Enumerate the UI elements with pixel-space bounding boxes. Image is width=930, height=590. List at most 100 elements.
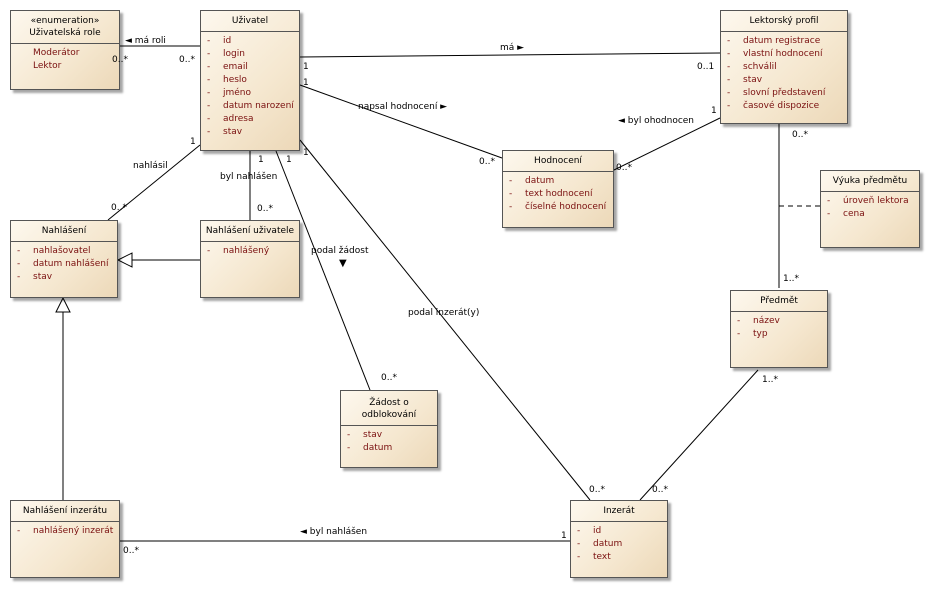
assoc-line-podal-zadost	[275, 150, 371, 391]
multiplicity: 0..*	[589, 485, 605, 495]
multiplicity: 0..*	[112, 55, 128, 65]
attribute: stav	[11, 271, 117, 284]
class-name: Nahlášení	[41, 226, 87, 236]
class-name: Uživatel	[231, 16, 269, 26]
assoc-label-byl-nahlasen-inzerat: ◄ byl nahlášen	[300, 527, 368, 537]
assoc-label-podal-zadost: podal žádost	[311, 246, 369, 256]
assoc-line-nahlasil	[107, 144, 201, 221]
class-header: Výuka předmětu	[821, 171, 919, 192]
class-lektorsky-profil[interactable]: Lektorský profil datum registrace vlastn…	[720, 10, 848, 124]
class-header: Nahlášení uživatele	[201, 221, 299, 242]
attribute: nahlášený inzerát	[11, 525, 119, 538]
attribute: jméno	[201, 87, 299, 100]
class-header: Nahlášení inzerátu	[11, 501, 119, 522]
class-name: Lektorský profil	[749, 16, 819, 26]
attribute: slovní představení	[721, 87, 847, 100]
assoc-label-ma-roli: ◄ má roli	[125, 36, 166, 46]
assoc-line-podal-inzerat	[299, 139, 591, 501]
class-name: Výuka předmětu	[832, 176, 908, 186]
multiplicity: 0..*	[123, 546, 139, 556]
class-predmet[interactable]: Předmět název typ	[730, 290, 828, 368]
multiplicity: 0..*	[381, 373, 397, 383]
class-name: Nahlášení uživatele	[205, 226, 295, 236]
class-header: Žádost o odblokování	[341, 391, 437, 426]
class-name: Uživatelská role	[29, 28, 101, 38]
class-attributes: název typ	[731, 312, 827, 345]
class-zadost-o-odblokovani[interactable]: Žádost o odblokování stav datum	[340, 390, 438, 468]
stereotype-label: «enumeration»	[30, 16, 100, 26]
attribute: nahlašovatel	[11, 245, 117, 258]
class-attributes: nahlašovatel datum nahlášení stav	[11, 242, 117, 288]
attribute: login	[201, 48, 299, 61]
multiplicity: 1	[303, 148, 309, 158]
class-attributes: nahlášený	[201, 242, 299, 262]
class-header: Hodnocení	[503, 151, 613, 172]
class-name: Předmět	[760, 296, 798, 306]
class-hodnoceni[interactable]: Hodnocení datum text hodnocení číselné h…	[502, 150, 614, 228]
multiplicity: 1	[303, 62, 309, 72]
attribute: datum registrace	[721, 35, 847, 48]
class-vyuka-predmetu[interactable]: Výuka předmětu úroveň lektora cena	[820, 170, 920, 248]
assoc-line-ma	[299, 52, 721, 58]
attribute: id	[571, 525, 667, 538]
attribute: datum nahlášení	[11, 258, 117, 271]
attribute: vlastní hodnocení	[721, 48, 847, 61]
multiplicity: 1	[190, 137, 196, 147]
assoc-line-predmet-inzerat	[639, 369, 759, 501]
multiplicity: 0..*	[111, 203, 127, 213]
multiplicity: 0..*	[179, 55, 195, 65]
class-nahlaseni-inzeratu[interactable]: Nahlášení inzerátu nahlášený inzerát	[10, 500, 120, 578]
assoc-direction-arrow: ▼	[339, 258, 347, 269]
assoc-line-napsal-hodnoceni	[299, 84, 503, 159]
attribute: stav	[721, 74, 847, 87]
attribute: adresa	[201, 113, 299, 126]
multiplicity: 1..*	[783, 274, 799, 284]
multiplicity: 1	[286, 155, 292, 165]
multiplicity: 0..*	[616, 163, 632, 173]
class-header: Uživatel	[201, 11, 299, 32]
attribute: časové dispozice	[721, 100, 847, 113]
class-name: Inzerát	[603, 506, 635, 516]
attribute: text hodnocení	[503, 188, 613, 201]
attribute: cena	[821, 208, 919, 221]
class-inzerat[interactable]: Inzerát id datum text	[570, 500, 668, 578]
multiplicity: 0..*	[652, 485, 668, 495]
attribute: stav	[341, 429, 437, 442]
attribute: stav	[201, 126, 299, 139]
assoc-label-ma: má ►	[500, 43, 525, 53]
attribute: datum	[571, 538, 667, 551]
class-name: Hodnocení	[534, 156, 582, 166]
class-uzivatel[interactable]: Uživatel id login email heslo jméno datu…	[200, 10, 300, 151]
attribute: nahlášený	[201, 245, 299, 258]
assoc-label-nahlasil: nahlásil	[133, 161, 168, 171]
multiplicity: 1	[711, 106, 717, 116]
class-attributes: datum registrace vlastní hodnocení schvá…	[721, 32, 847, 117]
class-attributes: id datum text	[571, 522, 667, 568]
class-name: Žádost o odblokování	[361, 398, 417, 420]
class-uzivatelska-role[interactable]: «enumeration» Uživatelská role Moderátor…	[10, 10, 120, 90]
class-header: Inzerát	[571, 501, 667, 522]
multiplicity: 0..*	[792, 130, 808, 140]
multiplicity: 1	[561, 531, 567, 541]
generalization-arrow-uzivatel	[116, 252, 133, 268]
class-attributes: id login email heslo jméno datum narozen…	[201, 32, 299, 143]
class-name: Nahlášení inzerátu	[22, 506, 108, 516]
class-attributes: úroveň lektora cena	[821, 192, 919, 225]
class-nahlaseni[interactable]: Nahlášení nahlašovatel datum nahlášení s…	[10, 220, 118, 298]
attribute: úroveň lektora	[821, 195, 919, 208]
generalization-arrow-inzerat	[55, 296, 71, 313]
assoc-label-byl-nahlasen-uzivatel: byl nahlášen	[220, 172, 278, 182]
class-nahlaseni-uzivatele[interactable]: Nahlášení uživatele nahlášený	[200, 220, 300, 298]
attribute: email	[201, 61, 299, 74]
assoc-line-byl-ohodnocen	[613, 117, 721, 171]
assoc-label-napsal-hodnoceni: napsal hodnocení ►	[358, 102, 448, 112]
class-header: Předmět	[731, 291, 827, 312]
class-attributes: stav datum	[341, 426, 437, 459]
attribute: text	[571, 551, 667, 564]
multiplicity: 1..*	[762, 375, 778, 385]
enum-literal: Moderátor	[33, 48, 80, 58]
attribute: název	[731, 315, 827, 328]
class-header: «enumeration» Uživatelská role	[11, 11, 119, 44]
attribute: id	[201, 35, 299, 48]
